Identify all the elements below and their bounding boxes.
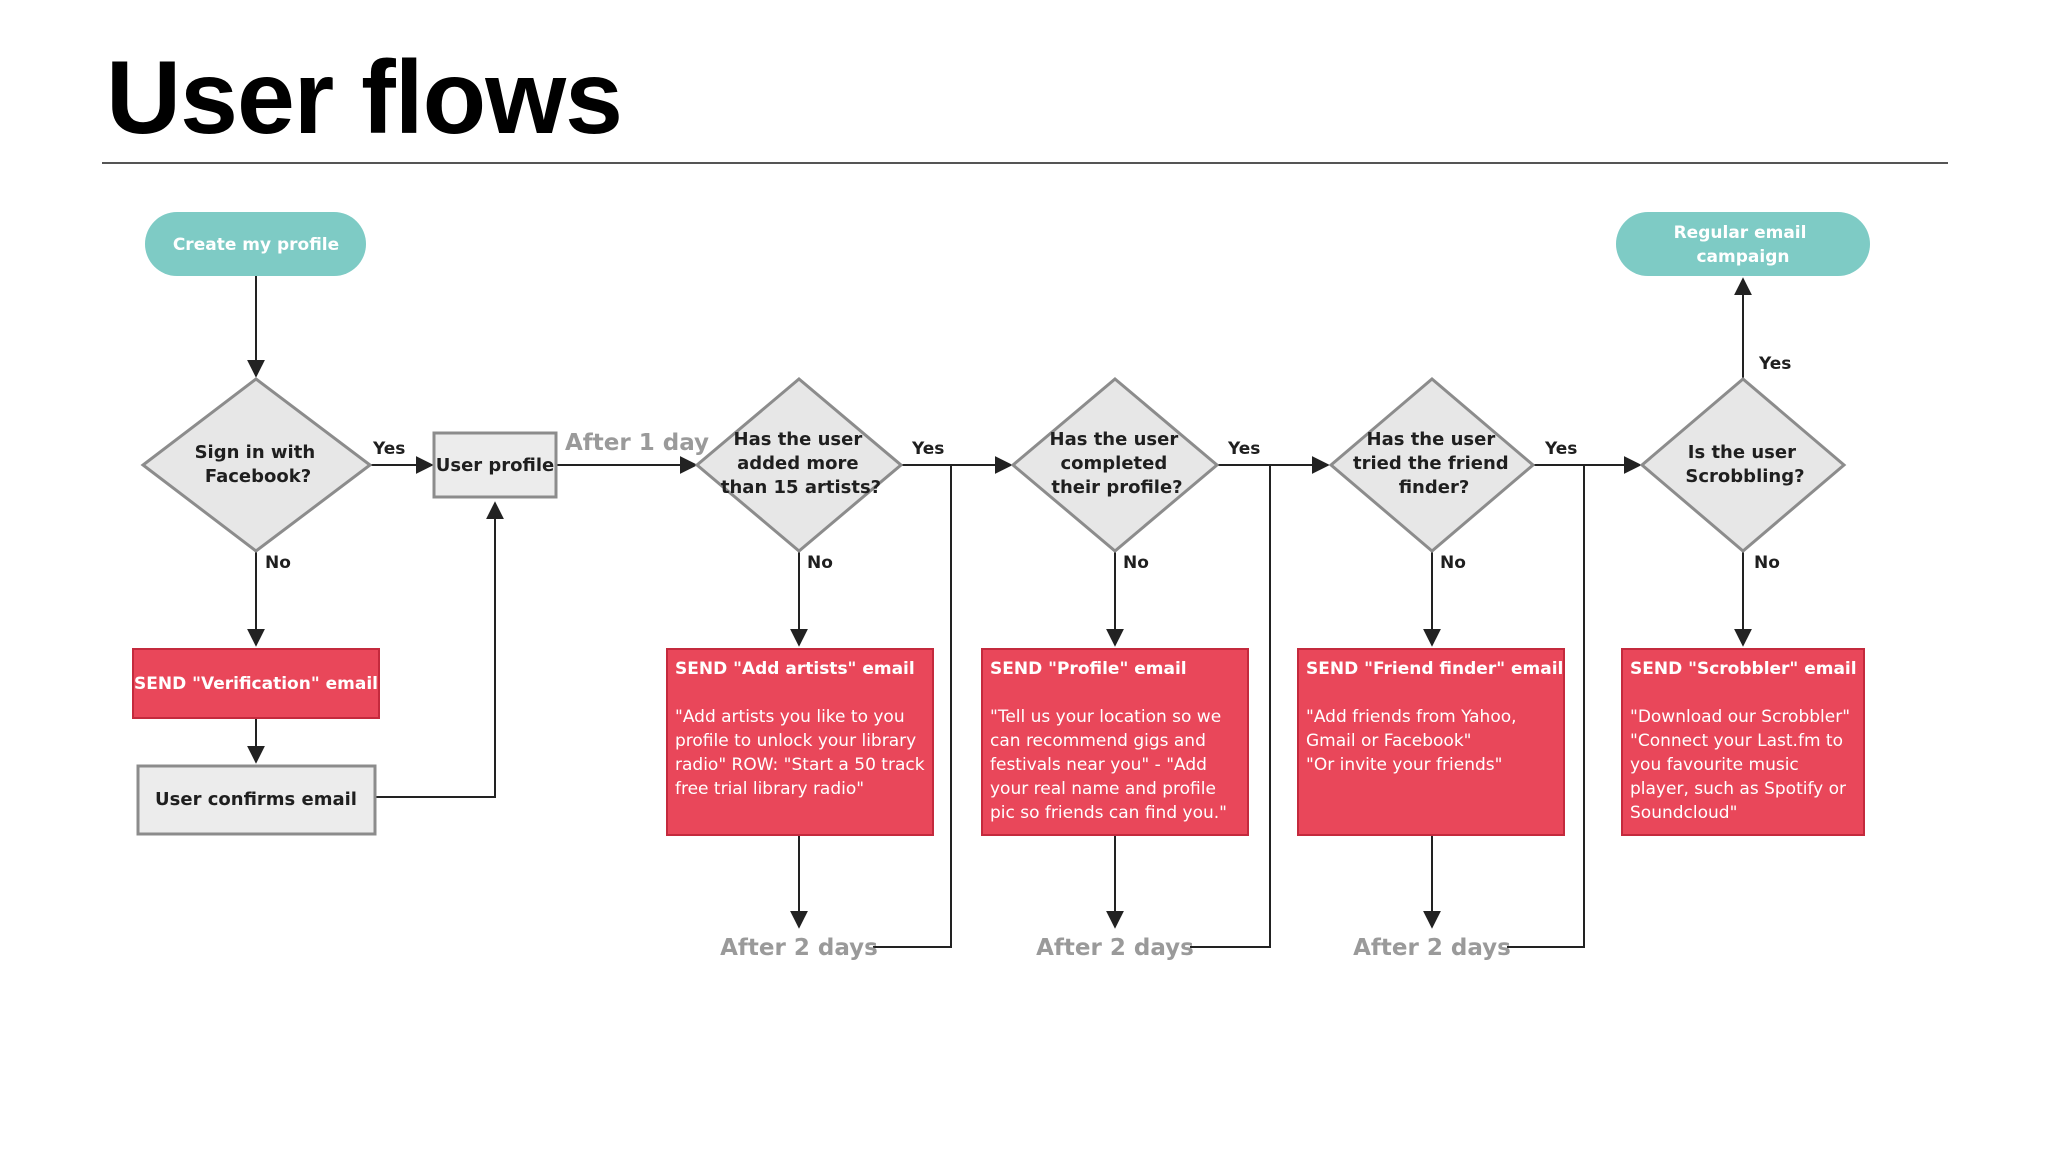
svg-text:Is the user Scrobbling?: Is the user Scrobbling?: [1685, 442, 1804, 487]
decision-artists-line-2: added more: [737, 453, 858, 474]
page-title: User flows: [106, 40, 623, 156]
label-after-2-days-3: After 2 days: [1353, 935, 1511, 961]
decision-friends-line-1: Has the user: [1367, 429, 1496, 450]
email-profile-title: SEND "Profile" email: [990, 659, 1187, 679]
title-divider: [102, 162, 1948, 164]
email-scrobbler-body-3: you favourite music: [1630, 755, 1799, 775]
end-node: Regular email campaign: [1616, 212, 1870, 276]
label-after-2-days-1: After 2 days: [720, 935, 878, 961]
label-after-1-day: After 1 day: [565, 430, 709, 456]
email-profile-body-1: "Tell us your location so we: [990, 707, 1221, 727]
start-node: Create my profile: [145, 212, 366, 276]
email-scrobbler-title: SEND "Scrobbler" email: [1630, 659, 1857, 679]
svg-text:Has the user added more: Has the user added more than 15 artists?: [721, 429, 881, 498]
process-user-profile-label: User profile: [436, 455, 555, 476]
svg-text:Regular email campaign: Regular email campaign: [1674, 223, 1813, 267]
svg-text:Has the user completed: Has the user completed their profile?: [1050, 429, 1185, 498]
decision-scrobbling-line-1: Is the user: [1688, 442, 1796, 463]
decision-friends: Has the user tried the friend finder?: [1328, 377, 1536, 553]
decision-scrobbling-line-2: Scrobbling?: [1685, 466, 1804, 487]
svg-text:"Download our Scrobbler": "Download our Scrobbler" "Connect your L…: [1630, 707, 1855, 823]
decision-profile-line-2: completed: [1060, 453, 1167, 474]
process-user-confirms-label: User confirms email: [155, 789, 357, 810]
label-no-friends: No: [1440, 553, 1466, 573]
email-friend-finder-body-2: Gmail or Facebook": [1306, 731, 1472, 751]
email-scrobbler-body-4: player, such as Spotify or: [1630, 779, 1846, 799]
svg-text:"Add artists you like to you: "Add artists you like to you profile to …: [675, 707, 930, 799]
email-profile-body-2: can recommend gigs and: [990, 731, 1206, 751]
label-no-profile: No: [1123, 553, 1149, 573]
decision-facebook: Sign in with Facebook?: [140, 377, 373, 553]
email-profile-body-3: festivals near you" - "Add: [990, 755, 1207, 775]
start-label: Create my profile: [173, 235, 339, 255]
decision-profile: Has the user completed their profile?: [1010, 377, 1220, 553]
label-no-artists: No: [807, 553, 833, 573]
email-add-artists-body-1: "Add artists you like to you: [675, 707, 905, 727]
label-no-scrobbling: No: [1754, 553, 1780, 573]
connectors: [247, 276, 1752, 948]
decision-friends-line-3: finder?: [1399, 477, 1470, 498]
email-profile: SEND "Profile" email "Tell us your locat…: [981, 648, 1249, 836]
end-label-line-2: campaign: [1696, 247, 1789, 267]
email-verification: SEND "Verification" email: [132, 648, 380, 719]
email-friend-finder: SEND "Friend finder" email "Add friends …: [1297, 648, 1565, 836]
svg-text:"Tell us your location so we: "Tell us your location so we can recomme…: [990, 707, 1227, 823]
label-yes-profile: Yes: [1227, 439, 1260, 459]
decision-artists-line-1: Has the user: [734, 429, 863, 450]
email-friend-finder-body-3: "Or invite your friends": [1306, 755, 1502, 775]
decision-artists-line-3: than 15 artists?: [721, 477, 881, 498]
decision-artists: Has the user added more than 15 artists?: [694, 377, 904, 553]
label-after-2-days-2: After 2 days: [1036, 935, 1194, 961]
decision-profile-line-1: Has the user: [1050, 429, 1179, 450]
email-profile-body-5: pic so friends can find you.": [990, 803, 1227, 823]
email-add-artists-title: SEND "Add artists" email: [675, 659, 915, 679]
email-add-artists: SEND "Add artists" email "Add artists yo…: [666, 648, 934, 836]
email-friend-finder-title: SEND "Friend finder" email: [1306, 659, 1563, 679]
decision-facebook-line-1: Sign in with: [195, 442, 316, 463]
edge-labels: Yes No Yes No Yes No Yes No Yes No After…: [265, 354, 1791, 961]
edge-loop-3: [1507, 465, 1585, 948]
svg-text:"Add friends from Yahoo,: "Add friends from Yahoo, Gmail or Facebo…: [1306, 707, 1522, 775]
email-profile-body-4: your real name and profile: [990, 779, 1216, 799]
email-scrobbler-body-5: Soundcloud": [1630, 803, 1737, 823]
label-yes-facebook: Yes: [372, 439, 405, 459]
decision-facebook-line-2: Facebook?: [205, 466, 311, 487]
email-friend-finder-body-1: "Add friends from Yahoo,: [1306, 707, 1517, 727]
label-yes-scrobbling: Yes: [1758, 354, 1791, 374]
svg-text:Sign in with Facebook?: Sign in with Facebook?: [195, 442, 322, 487]
decision-scrobbling: Is the user Scrobbling?: [1639, 377, 1847, 553]
end-label-line-1: Regular email: [1674, 223, 1807, 243]
email-scrobbler-body-1: "Download our Scrobbler": [1630, 707, 1850, 727]
decision-friends-line-2: tried the friend: [1353, 453, 1509, 474]
email-scrobbler-body-2: "Connect your Last.fm to: [1630, 731, 1843, 751]
email-add-artists-body-4: free trial library radio": [675, 779, 864, 799]
edge-loop-2: [1190, 465, 1271, 948]
label-no-facebook: No: [265, 553, 291, 573]
svg-text:Has the user tried the f: Has the user tried the friend finder?: [1353, 429, 1515, 498]
label-yes-friends: Yes: [1544, 439, 1577, 459]
process-user-confirms-email: User confirms email: [136, 764, 377, 836]
edge-loop-1: [873, 465, 952, 948]
email-verification-title: SEND "Verification" email: [134, 674, 378, 694]
email-add-artists-body-3: radio" ROW: "Start a 50 track: [675, 755, 925, 775]
edge-confirm-to-profile: [375, 501, 504, 798]
decision-profile-line-3: their profile?: [1051, 477, 1182, 498]
svg-text:Create my profile: Create my profile: [173, 235, 339, 255]
email-scrobbler: SEND "Scrobbler" email "Download our Scr…: [1621, 648, 1865, 836]
label-yes-artists: Yes: [911, 439, 944, 459]
email-add-artists-body-2: profile to unlock your library: [675, 731, 916, 751]
process-user-profile: User profile: [432, 431, 558, 499]
